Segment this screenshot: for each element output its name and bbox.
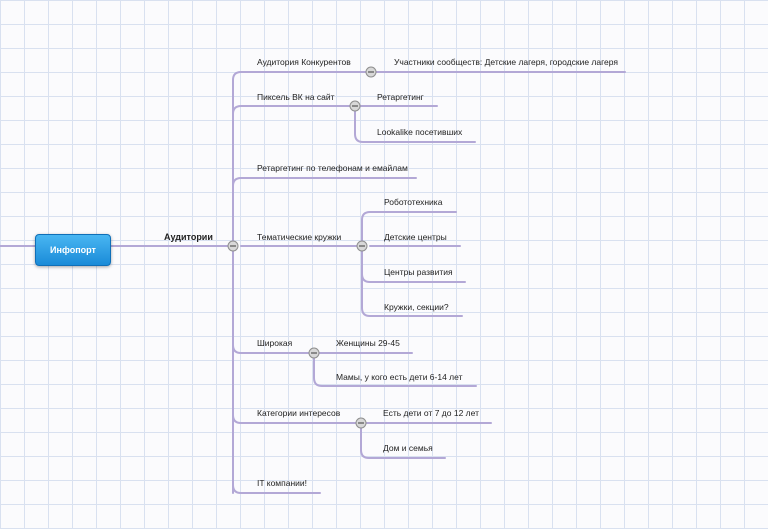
child-development-centers[interactable]: Центры развития [384,267,453,277]
edge-branch-competitors [232,71,372,81]
edge-child-moms [313,352,477,387]
root-node-label: Инфопорт [50,245,96,255]
edge-branch-pixel [232,105,356,115]
child-home-family[interactable]: Дом и семья [383,443,433,453]
edge-child-clubs [361,273,463,317]
child-robotics[interactable]: Робототехника [384,197,443,207]
edge-branch-wide [232,344,315,354]
child-community-members[interactable]: Участники сообществ: Детские лагеря, гор… [394,57,618,67]
edge-branch-interests [232,414,362,424]
branch-retarget-phones[interactable]: Ретаргетинг по телефонам и емайлам [257,163,408,173]
child-lookalike[interactable]: Lookalike посетивших [377,127,463,137]
branch-pixel[interactable]: Пиксель ВК на сайт [257,92,335,102]
branch-competitors[interactable]: Аудитория Конкурентов [257,57,351,67]
branch-wide[interactable]: Широкая [257,338,293,348]
edge-child-lookalike [354,105,476,143]
hub-node-audiences[interactable]: Аудитории [164,232,213,242]
child-kids-centers[interactable]: Детские центры [384,232,447,242]
edge-branch-it [232,484,321,494]
root-node-infoport[interactable]: Инфопорт [35,234,111,266]
branch-it[interactable]: IT компании! [257,478,308,488]
child-retargeting[interactable]: Ретаргетинг [377,92,424,102]
edge-child-home [360,422,446,459]
child-kids-7-12[interactable]: Есть дети от 7 до 12 лет [383,408,479,418]
branch-thematic[interactable]: Тематические кружки [257,232,342,242]
child-women[interactable]: Женщины 29-45 [336,338,400,348]
edge-child-robotics [361,211,457,221]
branch-interests[interactable]: Категории интересов [257,408,341,418]
child-moms[interactable]: Мамы, у кого есть дети 6-14 лет [336,372,463,382]
edge-branch-retarget-phones [232,177,417,187]
child-clubs[interactable]: Кружки, секции? [384,302,449,312]
